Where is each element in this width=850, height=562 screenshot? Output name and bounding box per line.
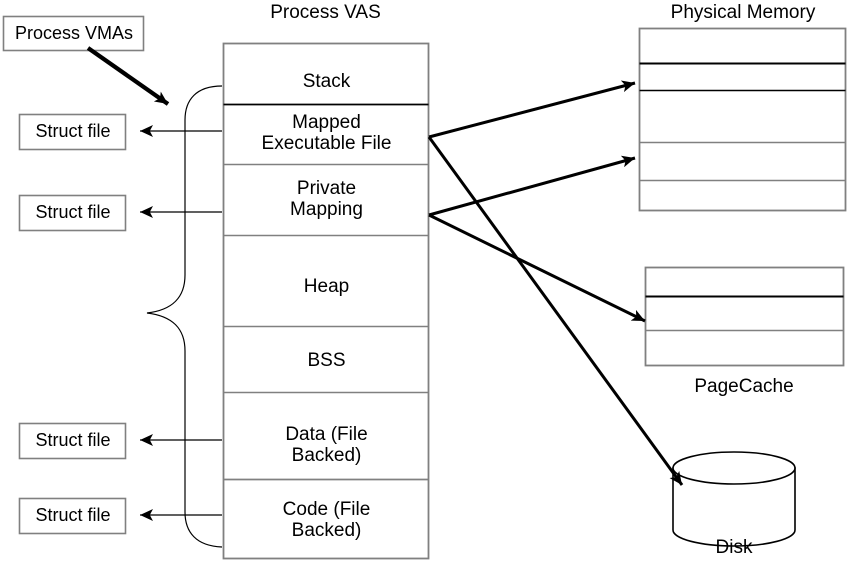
arrow-vmas-to-brace bbox=[86, 46, 170, 106]
vma-grouping-brace bbox=[146, 85, 223, 548]
struct-file-box-2[interactable] bbox=[18, 194, 127, 232]
disk-cylinder[interactable] bbox=[672, 451, 796, 547]
process-vas-column[interactable] bbox=[222, 42, 430, 560]
struct-file-box-3[interactable] bbox=[18, 422, 127, 460]
arrow-mapped-exec-to-disk bbox=[427, 136, 684, 486]
arrow-mapped-exec-to-physical-memory bbox=[428, 80, 636, 139]
process-vmas-box[interactable] bbox=[2, 15, 145, 52]
arrow-private-mapping-to-physical-memory bbox=[428, 155, 636, 217]
physical-memory-box[interactable] bbox=[638, 27, 847, 212]
arrow-private-mapping-to-pagecache bbox=[428, 213, 646, 323]
pagecache-box[interactable] bbox=[644, 266, 845, 367]
struct-file-box-1[interactable] bbox=[18, 113, 127, 151]
struct-file-box-4[interactable] bbox=[18, 497, 127, 535]
